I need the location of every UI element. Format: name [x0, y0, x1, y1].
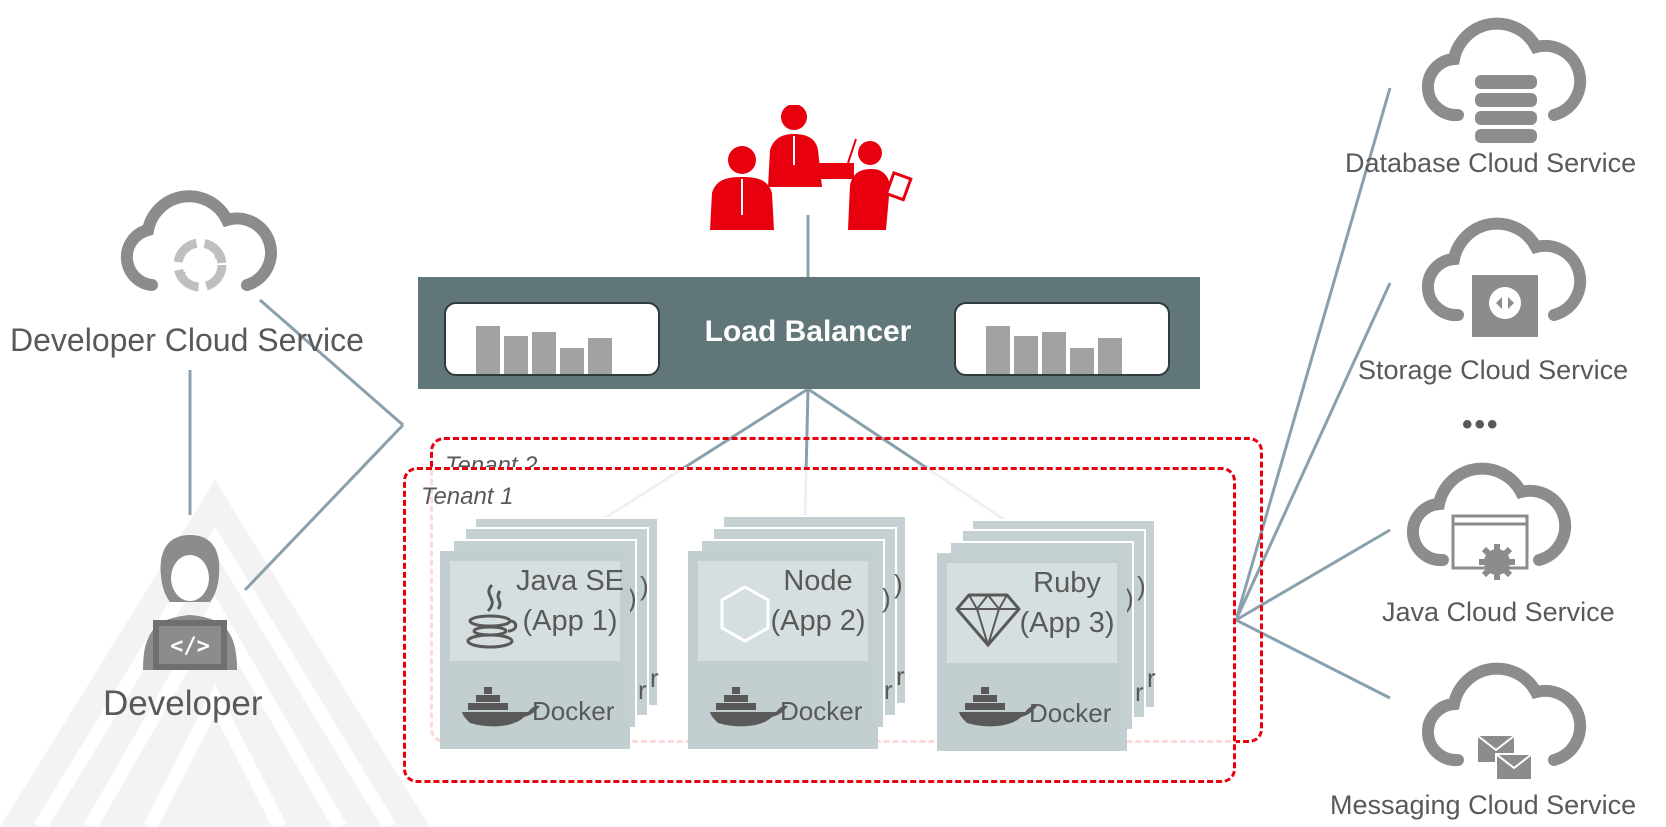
java-cloud-icon: [1407, 462, 1572, 580]
app-2-title: Node (App 2): [758, 561, 878, 641]
card-fragment-r: r: [896, 661, 905, 691]
business-users-icon: [710, 105, 913, 230]
java-cloud-service-label: Java Cloud Service: [1382, 597, 1615, 627]
app-label: (App 2): [770, 605, 866, 637]
developer-code-icon: </>: [143, 535, 237, 670]
card-fragment-paren: ): [882, 583, 891, 613]
app-1-title: Java SE (App 1): [510, 561, 630, 641]
database-cloud-icon: [1422, 17, 1587, 143]
card-fragment-paren: ): [640, 571, 649, 601]
tenant-1-label: Tenant 1: [421, 483, 514, 510]
balancer-graph-left: [444, 302, 660, 376]
load-balancer: Load Balancer: [418, 277, 1200, 389]
connector-service-to-hub: [259, 298, 404, 427]
docker-whale-icon: [710, 687, 788, 727]
storage-cloud-service-label: Storage Cloud Service: [1358, 355, 1629, 385]
node-hexagon-icon: [720, 585, 770, 643]
card-fragment-r: r: [650, 663, 659, 693]
app-card: Ruby (App 3) Docker: [937, 553, 1127, 751]
card-fragment-paren: ): [1125, 583, 1134, 613]
app-card: Java SE (App 1) Docker: [440, 551, 630, 749]
runtime-label: Node: [783, 565, 853, 597]
docker-label: Docker: [780, 696, 863, 726]
app-1-stack: ) ) r r Java SE (App 1) Docker: [440, 515, 680, 755]
card-fragment-r: r: [638, 675, 647, 705]
messaging-cloud-icon: [1422, 662, 1587, 781]
app-3-title: Ruby (App 3): [1007, 563, 1127, 643]
card-fragment-r: r: [1135, 677, 1144, 707]
docker-label: Docker: [532, 696, 615, 726]
load-balancer-label: Load Balancer: [704, 315, 912, 348]
card-fragment-r: r: [884, 675, 893, 705]
developer-cloud-service-label: Developer Cloud Service: [10, 322, 364, 358]
developer-label: Developer: [103, 684, 263, 723]
card-fragment-paren: ): [1137, 571, 1146, 601]
balancer-graph-right: [954, 302, 1170, 376]
card-fragment-paren: ): [894, 569, 903, 599]
app-2-stack: ) ) r r Node (App 2) Docker: [688, 515, 928, 755]
messaging-cloud-service-label: Messaging Cloud Service: [1330, 790, 1637, 820]
cloud-sync-icon: [120, 190, 277, 292]
app-card: Node (App 2) Docker: [688, 551, 878, 749]
tenant-2-label: Tenant 2: [445, 452, 538, 479]
docker-whale-icon: [959, 687, 1037, 727]
runtime-label: Ruby: [1033, 567, 1101, 599]
database-cloud-service-label: Database Cloud Service: [1345, 148, 1637, 178]
app-3-stack: ) ) r r Ruby (App 3) Docker: [937, 515, 1177, 755]
runtime-label: Java SE: [516, 565, 624, 597]
connector-developer-to-hub: [243, 423, 405, 592]
more-services-ellipsis: •••: [1462, 408, 1500, 441]
card-fragment-paren: ): [628, 583, 637, 613]
ruby-gem-icon: [955, 593, 1021, 647]
docker-whale-icon: [462, 687, 540, 727]
storage-cloud-icon: [1422, 217, 1587, 337]
card-fragment-r: r: [1147, 663, 1156, 693]
app-label: (App 1): [522, 605, 618, 637]
svg-text:</>: </>: [170, 634, 210, 659]
app-label: (App 3): [1019, 607, 1115, 639]
java-icon: [466, 583, 518, 649]
docker-label: Docker: [1029, 698, 1112, 728]
